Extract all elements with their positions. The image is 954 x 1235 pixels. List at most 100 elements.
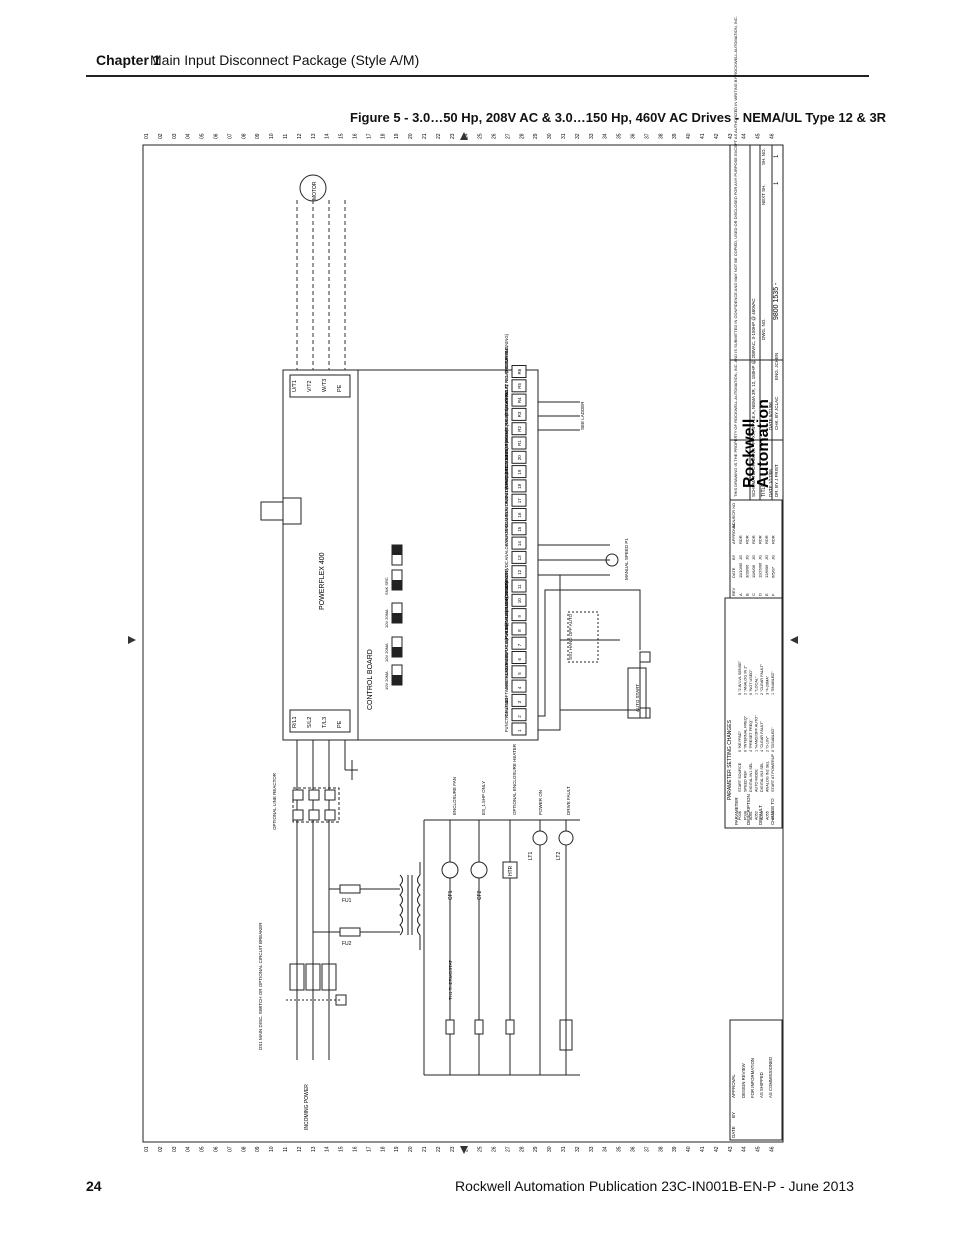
zone-number: 27 [505,133,511,139]
terminal-description: 10VDC [504,561,509,575]
zone-number: 33 [589,1146,595,1152]
rev-table-cell: JG [751,555,756,560]
rev-table-cell: C [751,593,756,596]
zone-number: 35 [617,133,623,139]
zone-number: 08 [241,1146,247,1152]
zone-number: 07 [227,1146,233,1152]
terminal-description: #1 RELAY N.C. [504,389,509,418]
zone-number: 07 [227,133,233,139]
next-sheet-number: 1 [774,181,780,185]
line-reactor-box [292,787,340,823]
disconnect-switch [286,963,347,1006]
rev-table-cell: 12/6/06 [764,564,769,578]
fuses [313,884,400,937]
terminal-number: 15 [517,526,522,532]
terminal-box [511,465,527,479]
date-checked: DATE 5/21/06 [768,402,773,430]
terminal-number: 5 [517,672,522,675]
cf1-label: CF1 [448,890,454,900]
param-table-cell: ANALOG IN2 SEL [766,761,770,792]
zone-number: 28 [519,1146,525,1152]
zone-number: 21 [422,1146,428,1152]
terminal-description: ANALOG INPUT #1 [504,523,509,561]
enclosure-fan-label: ENCLOSURE FAN [452,777,457,815]
terminal-box [511,665,527,679]
terminal-number: R2 [517,425,522,431]
zone-number: 23 [450,1146,456,1152]
param-table-cell: SPEED REF [744,770,748,792]
output-terminal-label: W/T3 [322,379,328,392]
zone-number: 38 [658,133,664,139]
disclaimer-text: THIS DRAWING IS THE PROPERTY OF ROCKWELL… [733,16,738,497]
terminal-box [511,693,527,707]
control-transformer [399,862,421,950]
param-table-cell: 0 "NOT USED" [749,669,753,695]
ladder-devices [441,830,574,1051]
terminal-number: 8 [517,629,522,632]
chapter-label: Chapter 1 [96,52,161,68]
rev-table-header: DATE [731,567,736,578]
rev-table-cell: RDR [738,535,743,544]
zone-number: 42 [714,1146,720,1152]
terminal-description: RJ-45 SHIELD [504,433,509,460]
zone-number: 01 [144,1146,150,1152]
terminal-box [511,722,527,736]
terminal-box [511,622,527,636]
zone-number: 40 [686,1146,692,1152]
zone-number: 10 [269,1146,275,1152]
zone-number: 16 [353,1146,359,1152]
terminal-box [511,679,527,693]
right-center-marker [790,636,798,644]
dip-switch-label: 10V 20MA [384,671,389,690]
zone-number: 33 [589,133,595,139]
zone-number: 35 [617,1146,623,1152]
terminal-description: #2 RELAY COMMON [504,349,509,389]
zone-number: 32 [575,133,581,139]
zone-number: 23 [450,133,456,139]
approval-table-header: BY [731,1112,736,1118]
zone-number: 20 [408,133,414,139]
param-table-header: DESCRIPTION [746,794,751,825]
rev-table-cell: RDR [745,535,750,544]
terminal-number: 3 [517,700,522,703]
param-table-cell: A051 [749,811,753,820]
section-title: Main Input Disconnect Package (Style A/M… [150,52,420,68]
zone-number: 30 [547,133,553,139]
zone-number: 14 [325,133,331,139]
param-table-cell: DIGITAL IN3 SEL [760,762,764,792]
zone-number: 25 [478,1146,484,1152]
zone-number: 22 [436,1146,442,1152]
zone-number: 13 [311,1146,317,1152]
logo-text: Automation [755,399,772,488]
rev-table-cell: 11/10/05 [738,562,743,578]
terminal-description: DIGITAL INPUT 1 (PURGE) [504,622,509,674]
drive-fault-label: DRIVE FAULT [566,786,571,815]
page-number: 24 [86,1178,102,1194]
incoming-power-label: INCOMING POWER [304,1084,310,1130]
param-table-header: DEFAULT [758,805,763,825]
terminal-number: R5 [517,383,522,389]
terminal-box [511,522,527,536]
zone-number: 24 [464,133,470,139]
zone-number: 46 [770,1146,776,1152]
terminal-description: FUNCTION LOSS [504,698,509,732]
rev-table-cell: 6/5/07 [771,566,776,578]
param-table-cell: 0 "KEYPAD" [738,730,742,752]
terminal-number: 9 [517,615,522,618]
output-terminal-block [289,374,351,398]
zone-number: 29 [533,133,539,139]
zone-number: 03 [172,133,178,139]
param-table-header: PARAMETER [734,797,739,825]
terminal-box [511,708,527,722]
zone-number: 36 [631,1146,637,1152]
terminal-number: 13 [517,555,522,561]
zone-number: 26 [492,133,498,139]
terminal-number: 16 [517,512,522,518]
zone-number: 20 [408,1146,414,1152]
lt1-label: LT1 [528,852,534,860]
param-table-cell: A053 [760,811,764,820]
approval-table-header: APPROVAL [731,1074,736,1098]
param-table-cell: 0 "INTERNAL FREQ" [744,715,748,752]
terminal-description: OPTO COMMON [504,571,509,604]
